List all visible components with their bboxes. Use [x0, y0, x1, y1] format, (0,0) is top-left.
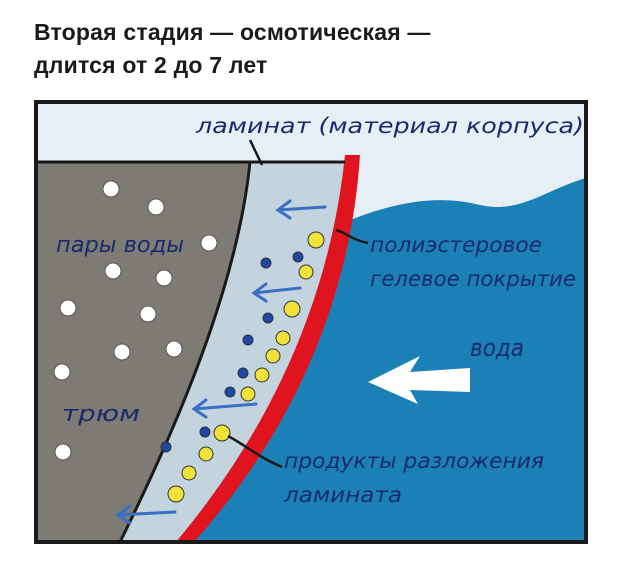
gelcoat-label-line2: гелевое покрытие: [370, 267, 576, 291]
diffusion-arrows: [115, 199, 327, 525]
vapor-bubble: [155, 269, 173, 287]
products-label-line1: продукты разложения: [284, 449, 544, 473]
laminate-particles: [160, 231, 325, 503]
particle-yellow: [240, 386, 256, 402]
vapor-bubble: [59, 299, 77, 317]
vapor-bubble: [54, 443, 72, 461]
vapor-bubble: [104, 262, 122, 280]
water-area: [176, 178, 586, 542]
particle-yellow: [254, 367, 270, 383]
arrow-left-icon: [191, 398, 258, 419]
particle-blue: [242, 334, 254, 346]
gelcoat-label-line1: полиэстеровое: [370, 233, 542, 257]
gelcoat-layer: [176, 155, 360, 542]
vapor-bubble: [165, 340, 183, 358]
vapor-bubble: [113, 343, 131, 361]
particle-yellow: [275, 330, 291, 346]
laminate-label: ламинат (материал корпуса): [195, 114, 584, 138]
particle-yellow: [198, 446, 214, 462]
leader-lines: [227, 139, 369, 469]
laminate-leader: [248, 139, 264, 166]
particle-yellow: [213, 424, 231, 442]
particle-yellow: [265, 348, 281, 364]
vapor-bubble: [147, 198, 165, 216]
particle-blue: [199, 426, 211, 438]
water-flow-arrow-icon: [368, 356, 470, 404]
hold-label: трюм: [62, 402, 140, 427]
vapor-bubbles: [53, 180, 218, 461]
arrow-left-icon: [275, 199, 327, 220]
particle-yellow: [298, 264, 314, 280]
particle-blue: [260, 257, 272, 269]
water-label: вода: [470, 334, 524, 362]
gelcoat-leader: [335, 228, 369, 245]
particle-yellow: [181, 465, 197, 481]
particle-yellow: [283, 300, 301, 318]
hold-area: [36, 162, 250, 542]
vapor-bubble: [102, 180, 120, 198]
hull-inner-outline: [118, 161, 252, 543]
particle-yellow: [307, 231, 325, 249]
particle-blue: [160, 441, 172, 453]
arrow-left-icon: [115, 504, 177, 525]
diagram-title: Вторая стадия — осмотическая — длится от…: [34, 16, 594, 82]
arrow-left-icon: [251, 282, 302, 303]
particle-blue: [292, 251, 304, 263]
products-leader: [227, 434, 283, 469]
products-label-line2: ламината: [283, 483, 402, 507]
laminate-layer: [120, 162, 345, 542]
vapor-bubble: [139, 305, 157, 323]
vapor-bubble: [53, 363, 71, 381]
vapor-label: пары воды: [56, 233, 184, 258]
particle-blue: [262, 312, 274, 324]
title-line-2: длится от 2 до 7 лет: [34, 52, 268, 78]
particle-yellow: [167, 485, 185, 503]
particle-blue: [237, 367, 249, 379]
particle-blue: [224, 386, 236, 398]
diagram-frame: [34, 100, 588, 544]
vapor-bubble: [200, 234, 218, 252]
title-line-1: Вторая стадия — осмотическая —: [34, 19, 431, 45]
